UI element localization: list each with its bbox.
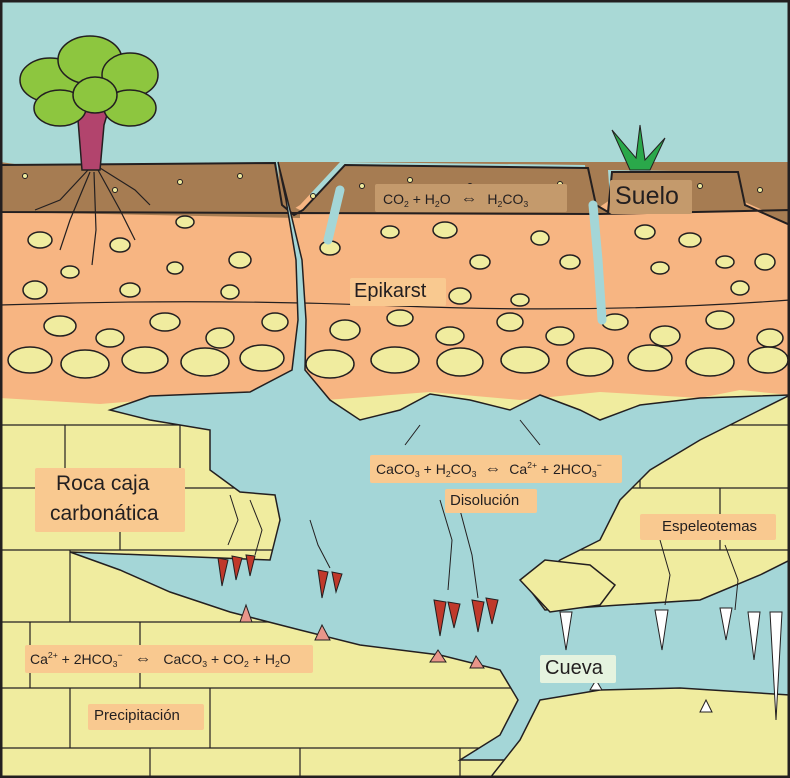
espeleotemas-label: Espeleotemas (662, 518, 757, 535)
cueva-label: Cueva (545, 657, 603, 680)
roca-label-line1: Roca caja (56, 472, 149, 496)
dissolution-equation: CaCO3 + H2CO3 ⇔ Ca2+ + 2HCO3− (376, 459, 602, 479)
precipitation-equation: Ca2+ + 2HCO3− ⇔ CaCO3 + CO2 + H2O (30, 649, 291, 669)
disolucion-label: Disolución (450, 492, 519, 509)
suelo-label: Suelo (615, 182, 679, 211)
epikarst-label: Epikarst (354, 280, 426, 303)
roca-label-line2: carbonática (50, 502, 159, 526)
soil-equation: CO2 + H2O ⇔ H2CO3 (383, 189, 528, 209)
precipitacion-label: Precipitación (94, 707, 180, 724)
